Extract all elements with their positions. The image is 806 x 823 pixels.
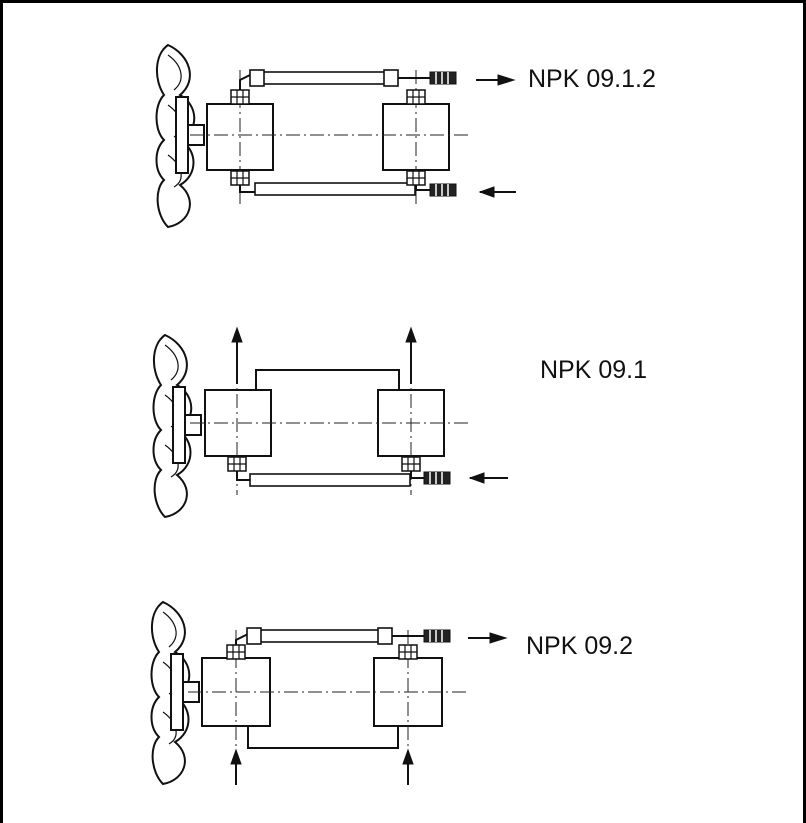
fan-icon	[150, 601, 200, 785]
diagram-npk-09-1-2: NPK 09.1.2	[155, 44, 656, 228]
bottom-hose	[249, 473, 411, 487]
top-hose	[261, 71, 387, 85]
diagram-label: NPK 09.2	[526, 632, 633, 660]
diagram-npk-09-2: NPK 09.2	[150, 601, 633, 785]
bottom-hose	[254, 182, 416, 196]
diagram-label: NPK 09.1	[540, 356, 647, 384]
top-bridge	[255, 369, 400, 390]
fan-icon	[152, 334, 202, 518]
bottom-bridge	[247, 726, 399, 749]
diagram-npk-09-1: NPK 09.1	[152, 326, 647, 518]
fan-icon	[155, 44, 205, 228]
diagram-label: NPK 09.1.2	[528, 65, 656, 93]
top-hose	[259, 629, 381, 643]
